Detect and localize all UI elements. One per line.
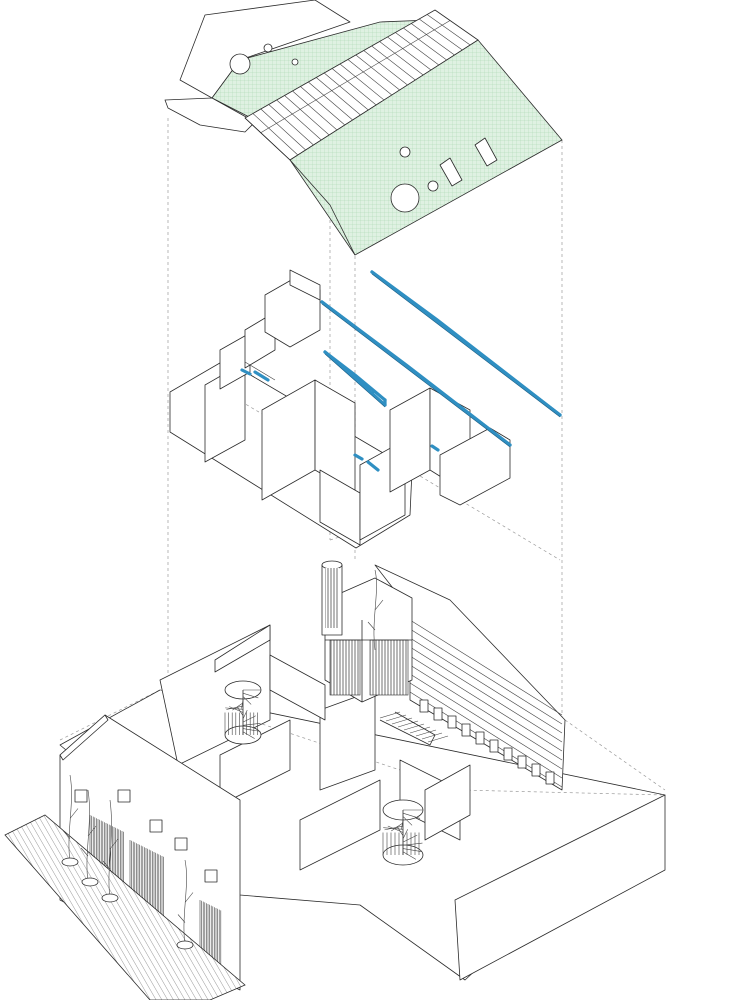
lintel <box>240 368 252 376</box>
lintel <box>366 460 380 472</box>
straight-stair <box>379 711 449 746</box>
tree-icon <box>62 569 384 946</box>
skylight-icon <box>229 43 498 213</box>
roof-truss-1 <box>370 270 562 418</box>
lintel <box>253 370 270 382</box>
lintel <box>430 444 440 452</box>
cylindrical-column <box>321 560 343 636</box>
roof-truss-2 <box>320 300 512 448</box>
roof-truss-3 <box>323 350 387 408</box>
lintel <box>353 453 364 461</box>
green-roof-main <box>289 39 563 256</box>
spiral-stair-icon <box>224 680 262 745</box>
truss-and-upper-walls-layer <box>169 269 562 549</box>
planter-icon <box>61 857 194 950</box>
glass-atrium-box <box>324 577 413 703</box>
ground-floor-layer <box>4 560 666 1000</box>
spiral-stair-icon <box>382 799 424 866</box>
roof-layer <box>164 0 563 256</box>
